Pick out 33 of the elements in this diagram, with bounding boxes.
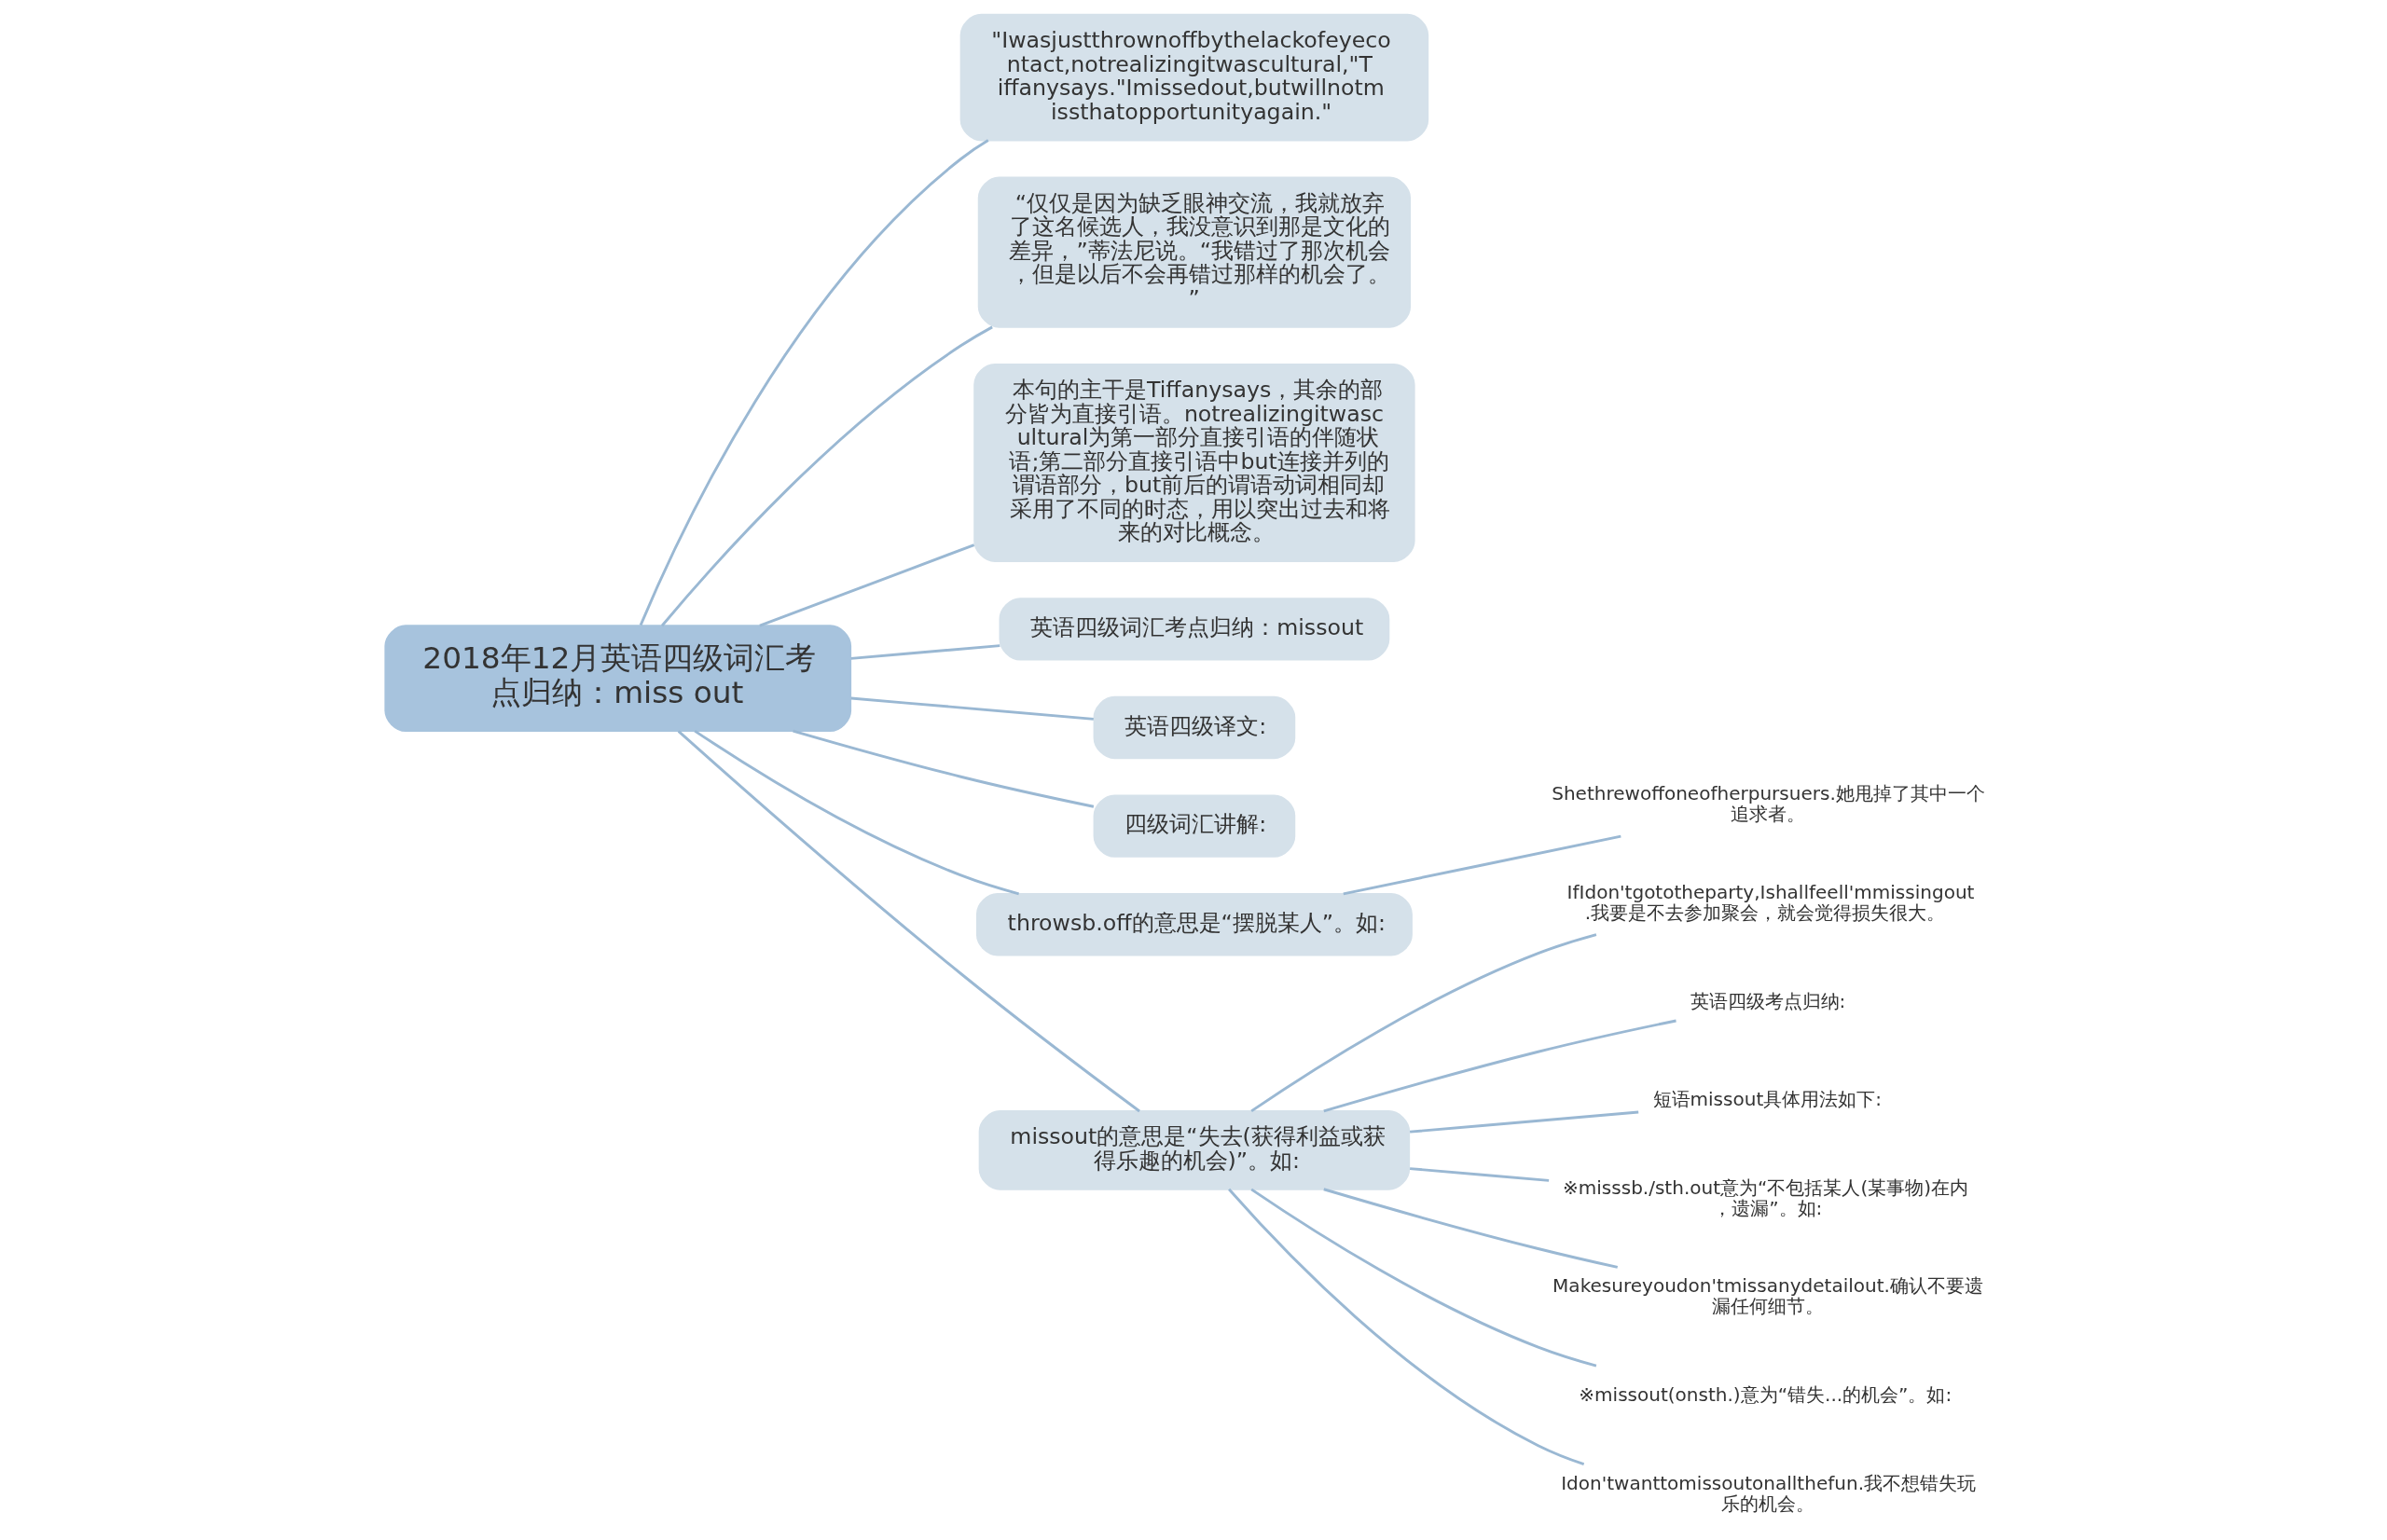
connector	[1228, 1188, 1585, 1465]
node-box: 四级词汇讲解:	[1093, 794, 1296, 858]
node-box: 2018年12月英语四级词汇考点归纳：miss out	[384, 625, 852, 733]
connector	[694, 729, 1020, 896]
node-box: throwsb.off的意思是“摆脱某人”。如:	[975, 893, 1413, 956]
node-text: ※misssb./sth.out意为“不包括某人(某事物)在内，遗漏”。如:	[1563, 1176, 1969, 1219]
node-box: “仅仅是因为缺乏眼神交流，我就放弃了这名候选人，我没意识到那是文化的差异，”蒂法尼说。“我错过了那次机会，但是以后不会再错过那样的机会了。”	[977, 176, 1412, 328]
connector	[793, 729, 1095, 808]
node-text: 英语四级考点归纳:	[1690, 989, 1846, 1012]
connector	[660, 325, 993, 627]
node-text: IfIdon'tgototheparty,Ishallfeell'mmissingout.我要是不去参加聚会，就会觉得损失很大。	[1566, 881, 1975, 924]
node-text: ※missout(onsth.)意为“错失...的机会”。如:	[1579, 1382, 1952, 1406]
connector	[850, 644, 1000, 660]
node-box: 英语四级译文:	[1093, 695, 1296, 760]
node-box: "Iwasjustthrownoffbythelackofeyecontact,notrealizingitwascultural,"Tiffanysays."Imissedout,butwillnotmissthatopportunityagain."	[959, 13, 1429, 142]
node-text: 短语missout具体用法如下:	[1652, 1088, 1882, 1111]
connector	[759, 543, 975, 627]
connector	[639, 139, 989, 626]
node-box: 英语四级词汇考点归纳：missout	[999, 598, 1390, 661]
node-box: 本句的主干是Tiffanysays，其余的部分皆为直接引语。notrealizingitwascultural为第一部分直接引语的伴随状语;第二部分直接引语中but连接并列的谓语部分，but前后的谓语动词相同却采用了不同的时态，用以突出过去和将来的对比概念。	[973, 363, 1415, 562]
connector	[850, 696, 1094, 721]
connector	[1409, 1167, 1550, 1182]
connector	[1323, 1019, 1676, 1113]
connector	[1343, 834, 1621, 896]
node-text: Shethrewoffoneofherpursuers.她甩掉了其中一个追求者。	[1552, 782, 1985, 826]
node-text: Idon'twanttomissoutonallthefun.我不想错失玩乐的机会。	[1561, 1471, 1977, 1515]
node-box: missout的意思是“失去(获得利益或获得乐趣的机会)”。如:	[978, 1110, 1411, 1190]
connector	[1323, 1188, 1619, 1269]
node-text: Makesureyoudon'tmissanydetailout.确认不要遗漏任何细节。	[1552, 1274, 1983, 1318]
connector	[1250, 933, 1597, 1113]
connector	[677, 730, 1140, 1113]
connector	[1250, 1188, 1597, 1368]
connector	[1409, 1110, 1639, 1134]
